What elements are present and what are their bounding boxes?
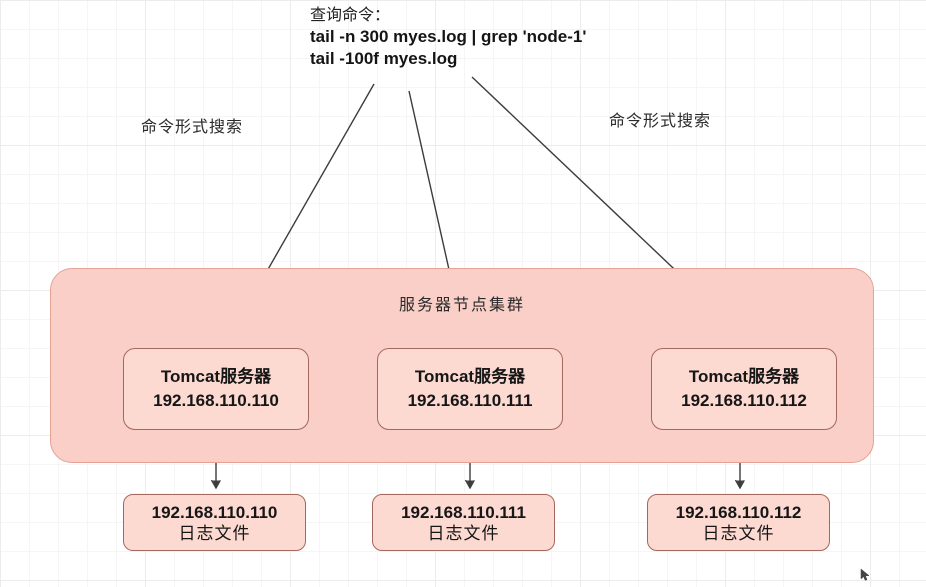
tomcat-node-2: Tomcat服务器 192.168.110.111 xyxy=(377,348,563,430)
tomcat-node-1: Tomcat服务器 192.168.110.110 xyxy=(123,348,309,430)
log-file-1-ip: 192.168.110.110 xyxy=(151,502,278,522)
tomcat-node-1-name: Tomcat服务器 xyxy=(160,367,272,386)
query-command-block: 查询命令： tail -n 300 myes.log | grep 'node-… xyxy=(310,6,586,70)
search-label-left: 命令形式搜索 xyxy=(141,119,244,136)
log-file-2: 192.168.110.111 日志文件 xyxy=(372,494,555,551)
query-command-line-2: tail -100f myes.log xyxy=(310,49,458,68)
log-file-2-label: 日志文件 xyxy=(427,523,500,543)
log-file-3-ip: 192.168.110.112 xyxy=(675,502,802,522)
log-file-1: 192.168.110.110 日志文件 xyxy=(123,494,306,551)
tomcat-node-3: Tomcat服务器 192.168.110.112 xyxy=(651,348,837,430)
query-command-line-1: tail -n 300 myes.log | grep 'node-1' xyxy=(310,27,587,46)
log-file-3-label: 日志文件 xyxy=(702,523,775,543)
tomcat-node-3-name: Tomcat服务器 xyxy=(688,367,800,386)
search-label-right: 命令形式搜索 xyxy=(609,113,712,130)
log-file-3: 192.168.110.112 日志文件 xyxy=(647,494,830,551)
tomcat-node-3-ip: 192.168.110.112 xyxy=(681,391,807,410)
tomcat-node-2-ip: 192.168.110.111 xyxy=(407,391,533,410)
log-file-1-label: 日志文件 xyxy=(178,523,251,543)
tomcat-node-2-name: Tomcat服务器 xyxy=(414,367,526,386)
log-file-2-ip: 192.168.110.111 xyxy=(401,502,526,522)
mouse-cursor-icon xyxy=(860,568,870,581)
tomcat-node-1-ip: 192.168.110.110 xyxy=(153,391,279,410)
query-command-title: 查询命令： xyxy=(310,7,391,24)
cluster-title: 服务器节点集群 xyxy=(398,297,525,314)
